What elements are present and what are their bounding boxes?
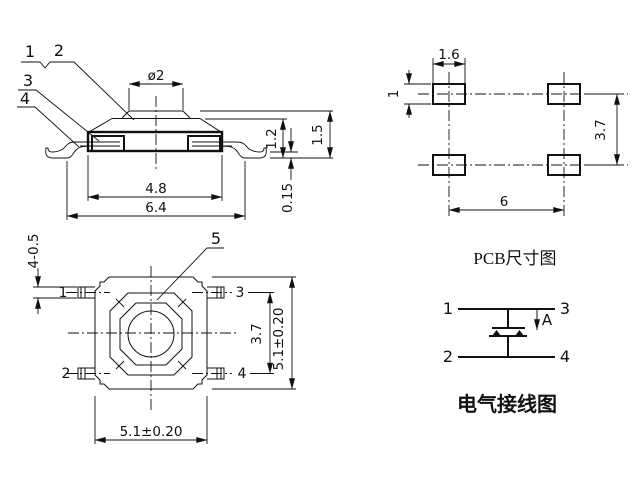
top-callout-5: 5: [211, 229, 221, 248]
side-view: 1 2 3 4 ø2 4.8 6.4 1.2 1.5 0.15: [17, 41, 333, 220]
top-view: 5 1 2 3 4 4-0.5 3.7 5.1±0.20 5.1±0.20: [26, 229, 296, 444]
top-pin-1: 1: [59, 285, 68, 301]
side-callout-4: 4: [20, 89, 30, 108]
dim-body-height-tv: 5.1±0.20: [271, 308, 287, 371]
circuit-pin-3: 3: [560, 299, 570, 318]
side-callout-2: 2: [54, 41, 64, 60]
dim-lead-width: 4-0.5: [26, 234, 42, 269]
side-callout-3: 3: [23, 71, 33, 90]
dim-overall-width: 6.4: [145, 200, 166, 216]
pcb-view-title: PCB尺寸图: [473, 249, 556, 268]
dim-col-pitch: 6: [500, 194, 509, 210]
circuit-pin-1: 1: [443, 299, 453, 318]
dim-lead-thickness: 0.15: [280, 183, 296, 213]
top-pin-3: 3: [236, 285, 245, 301]
circuit-view: 1 3 2 4 A 电气接线图: [443, 299, 570, 416]
dim-base-width: 4.8: [145, 181, 166, 197]
dim-pin-pitch: 3.7: [249, 323, 265, 344]
dim-total-height: 1.5: [310, 124, 326, 145]
dim-row-pitch: 3.7: [593, 119, 609, 140]
dim-pad-width: 1.6: [438, 47, 459, 63]
side-callout-1: 1: [25, 42, 35, 61]
circuit-view-title: 电气接线图: [457, 392, 557, 416]
top-pin-2: 2: [62, 366, 71, 382]
circuit-direction-label: A: [542, 311, 553, 329]
pcb-view: 1.6 1 3.7 6 PCB尺寸图: [386, 47, 628, 268]
dim-pad-height: 1: [386, 90, 402, 99]
circuit-pin-2: 2: [443, 347, 453, 366]
dim-cap-diameter: ø2: [148, 68, 165, 84]
dim-body-width-tv: 5.1±0.20: [120, 424, 183, 440]
top-pin-4: 4: [238, 366, 247, 382]
dim-body-height: 1.2: [264, 128, 280, 149]
circuit-pin-4: 4: [560, 347, 570, 366]
